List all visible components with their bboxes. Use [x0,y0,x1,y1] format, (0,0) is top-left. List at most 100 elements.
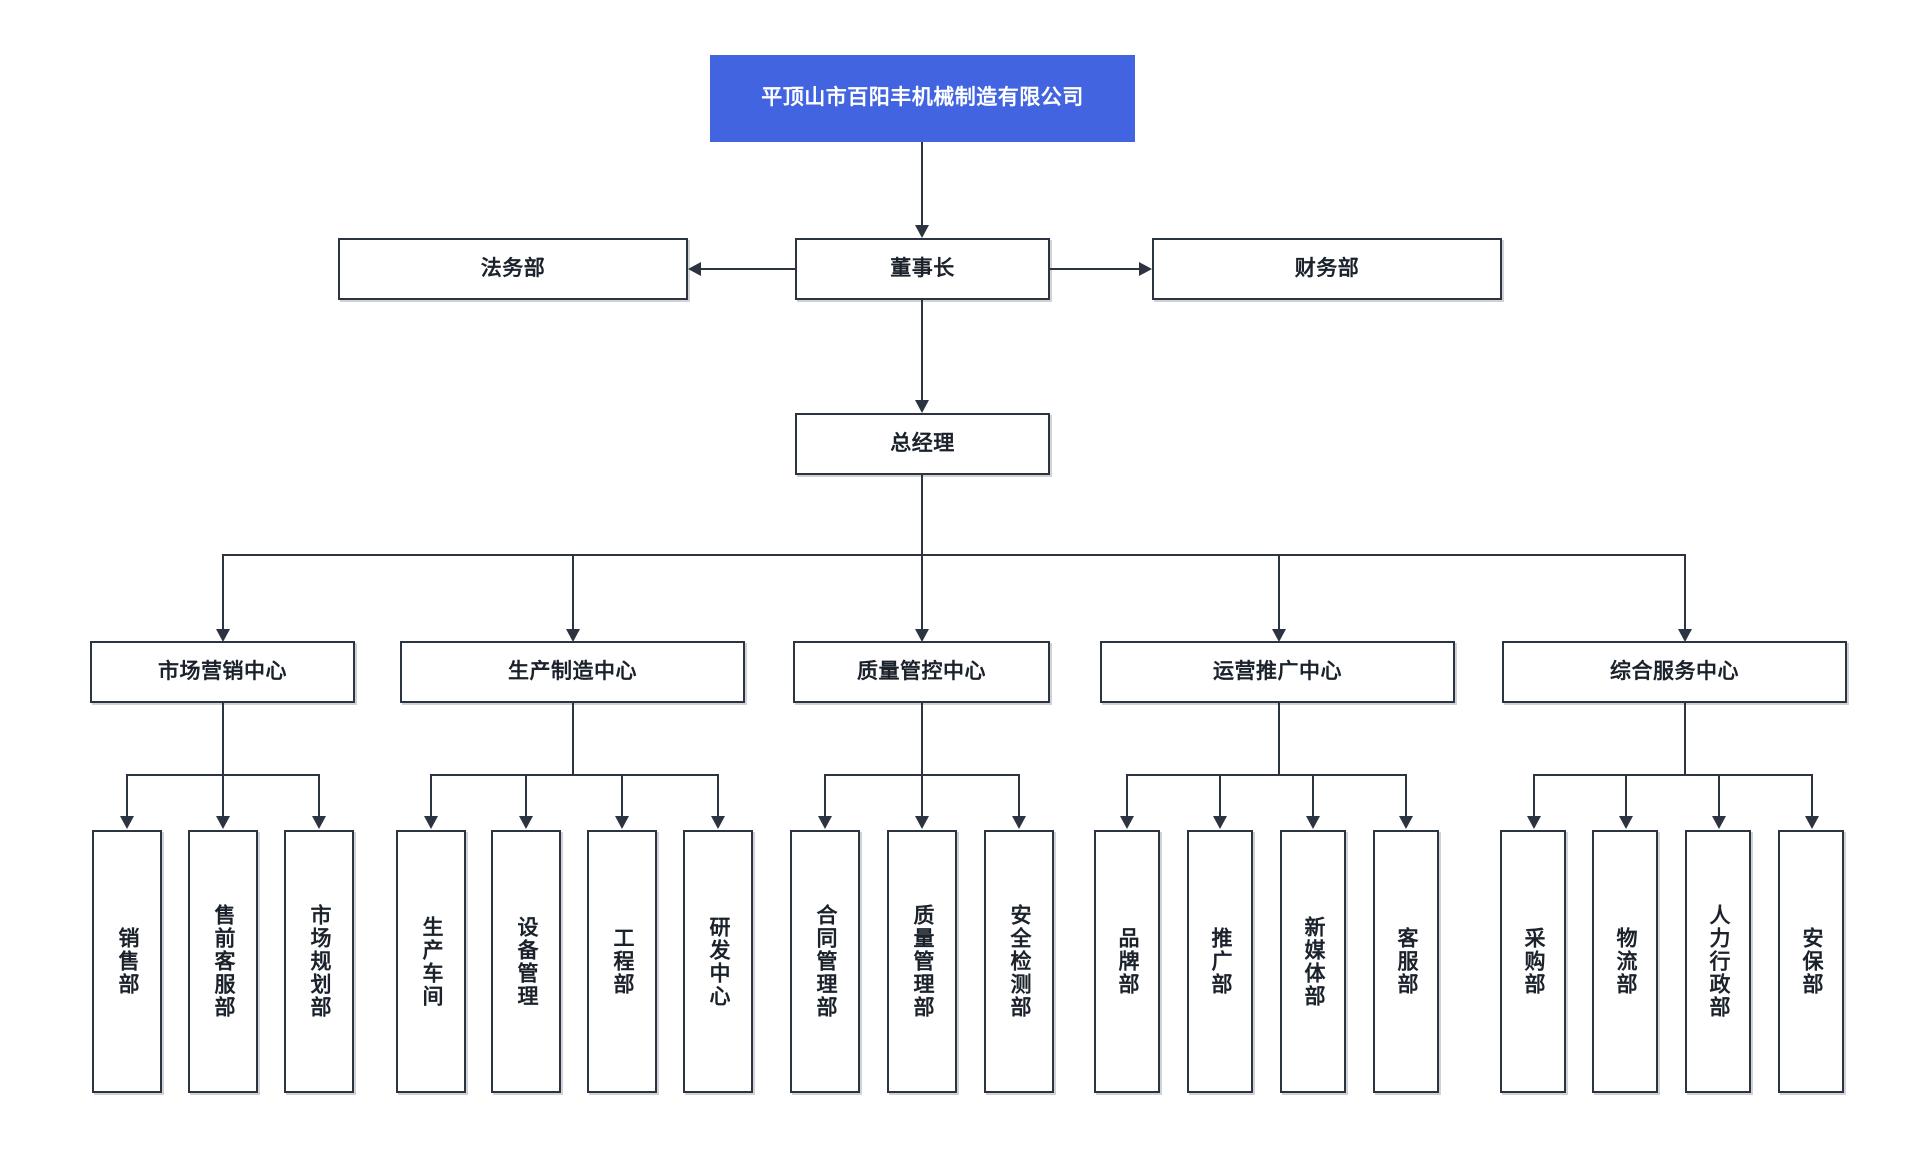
node-dept-customer-service[interactable]: 客服部 [1373,830,1439,1093]
node-label: 客服部 [1395,927,1419,996]
arrowhead-center-1 [216,629,230,642]
node-label: 安全检测部 [1008,904,1032,1019]
connector-production-drop [572,703,574,775]
node-legal-department[interactable]: 法务部 [338,238,688,300]
connector-production-bus [430,774,717,776]
connector-marketing-leaf-3 [318,774,320,820]
arrowhead-operations-leaf-3 [1306,816,1320,829]
connector-root-to-chairman [921,142,923,225]
node-finance-department[interactable]: 财务部 [1152,238,1502,300]
connector-centers-bus [222,554,1685,556]
arrowhead-service-leaf-2 [1619,816,1633,829]
connector-service-bus [1533,774,1811,776]
node-dept-sales[interactable]: 销售部 [92,830,162,1093]
node-label: 研发中心 [707,915,731,1008]
arrowhead-center-2 [566,629,580,642]
node-general-manager[interactable]: 总经理 [795,413,1050,475]
arrowhead-chairman-to-gm [915,400,929,413]
node-dept-market-planning[interactable]: 市场规划部 [284,830,354,1093]
connector-operations-leaf-1 [1126,774,1128,820]
connector-quality-leaf-1 [824,774,826,820]
node-center-service[interactable]: 综合服务中心 [1502,641,1847,703]
node-label: 物流部 [1614,927,1638,996]
node-dept-promotion[interactable]: 推广部 [1187,830,1253,1093]
arrowhead-root-to-chairman [915,225,929,238]
node-label: 市场规划部 [308,904,332,1019]
connector-marketing-leaf-1 [126,774,128,820]
connector-operations-drop [1278,703,1280,775]
node-dept-equipment-management[interactable]: 设备管理 [491,830,561,1093]
node-label: 运营推广中心 [1213,659,1342,683]
arrowhead-operations-leaf-4 [1399,816,1413,829]
node-label: 法务部 [480,256,546,280]
connector-quality-leaf-2 [921,774,923,820]
connector-chairman-to-gm [921,300,923,400]
node-dept-presale-service[interactable]: 售前客服部 [188,830,258,1093]
arrowhead-service-leaf-4 [1805,816,1819,829]
arrowhead-marketing-leaf-3 [312,816,326,829]
node-label: 安保部 [1800,927,1824,996]
node-center-marketing[interactable]: 市场营销中心 [90,641,355,703]
node-dept-logistics[interactable]: 物流部 [1592,830,1658,1093]
connector-marketing-leaf-2 [222,774,224,820]
connector-service-drop [1684,703,1686,775]
arrowhead-production-leaf-1 [424,816,438,829]
connector-marketing-drop [222,703,224,775]
arrowhead-center-5 [1678,629,1692,642]
node-label: 售前客服部 [212,904,236,1019]
node-dept-hr-admin[interactable]: 人力行政部 [1685,830,1751,1093]
arrowhead-center-3 [915,629,929,642]
connector-gm-to-bus [921,475,923,555]
node-dept-contract-management[interactable]: 合同管理部 [790,830,860,1093]
node-label: 生产制造中心 [508,659,637,683]
connector-chairman-to-legal [701,268,795,270]
connector-operations-leaf-3 [1312,774,1314,820]
connector-bus-to-center-2 [572,554,574,633]
node-label: 平顶山市百阳丰机械制造有限公司 [761,86,1084,110]
connector-production-leaf-4 [717,774,719,820]
node-dept-security[interactable]: 安保部 [1778,830,1844,1093]
arrowhead-operations-leaf-1 [1120,816,1134,829]
node-label: 总经理 [890,431,955,455]
node-center-quality[interactable]: 质量管控中心 [793,641,1050,703]
node-dept-rnd-center[interactable]: 研发中心 [683,830,753,1093]
connector-service-leaf-1 [1533,774,1535,820]
arrowhead-service-leaf-1 [1527,816,1541,829]
node-label: 质量管理部 [911,904,935,1019]
node-label: 合同管理部 [814,904,838,1019]
node-company-root[interactable]: 平顶山市百阳丰机械制造有限公司 [710,55,1135,142]
node-label: 工程部 [611,927,635,996]
node-label: 董事长 [890,256,955,280]
node-dept-quality-management[interactable]: 质量管理部 [887,830,957,1093]
node-dept-workshop[interactable]: 生产车间 [396,830,466,1093]
connector-bus-to-center-5 [1684,554,1686,633]
connector-service-leaf-2 [1625,774,1627,820]
node-center-operations[interactable]: 运营推广中心 [1100,641,1455,703]
connector-production-leaf-3 [621,774,623,820]
arrowhead-chairman-to-finance [1139,262,1152,276]
connector-operations-leaf-2 [1219,774,1221,820]
arrowhead-marketing-leaf-1 [120,816,134,829]
connector-bus-to-center-1 [222,554,224,633]
arrowhead-production-leaf-3 [615,816,629,829]
node-chairman[interactable]: 董事长 [795,238,1050,300]
arrowhead-service-leaf-3 [1712,816,1726,829]
node-dept-safety-inspection[interactable]: 安全检测部 [984,830,1054,1093]
connector-quality-drop [921,703,923,775]
node-dept-engineering[interactable]: 工程部 [587,830,657,1093]
node-label: 新媒体部 [1302,915,1326,1008]
node-label: 综合服务中心 [1610,659,1739,683]
connector-bus-to-center-3 [921,554,923,633]
node-center-production[interactable]: 生产制造中心 [400,641,745,703]
node-label: 生产车间 [420,915,444,1008]
node-label: 品牌部 [1116,927,1140,996]
node-dept-brand[interactable]: 品牌部 [1094,830,1160,1093]
node-label: 设备管理 [515,915,539,1008]
node-dept-new-media[interactable]: 新媒体部 [1280,830,1346,1093]
node-label: 市场营销中心 [158,659,287,683]
connector-service-leaf-3 [1718,774,1720,820]
node-dept-procurement[interactable]: 采购部 [1500,830,1566,1093]
node-label: 推广部 [1209,927,1233,996]
arrowhead-production-leaf-2 [519,816,533,829]
